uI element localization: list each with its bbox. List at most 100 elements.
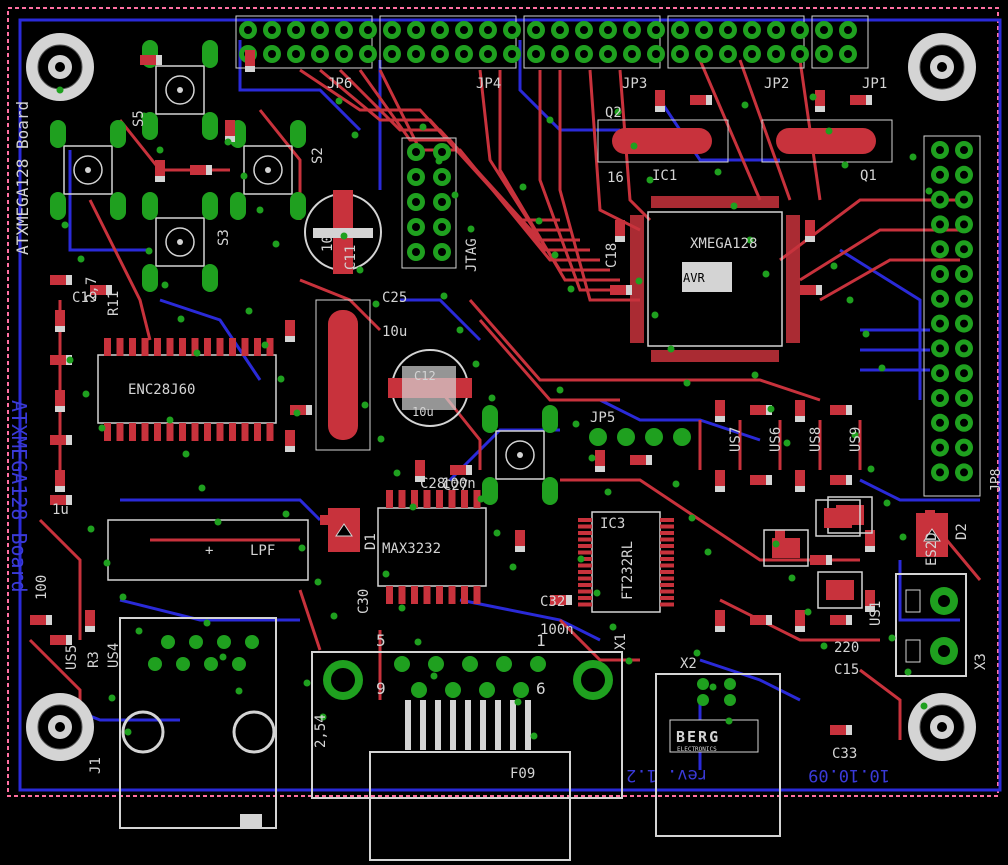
label-jtag: JTAG	[464, 238, 480, 272]
label-c18: C18	[604, 243, 620, 268]
label-jp4: JP4	[476, 76, 501, 92]
label-x2: X2	[680, 656, 697, 672]
label-c25: C25	[382, 290, 407, 306]
label-jp1: JP1	[862, 76, 887, 92]
label-r220: 220	[834, 640, 859, 656]
label-max3232: MAX3232	[382, 541, 441, 557]
label-c32-value: 100n	[540, 622, 574, 638]
label-ic3: IC3	[600, 516, 625, 532]
usb-connector[interactable]: BERG ELECTRONICS	[655, 673, 781, 837]
label-q2: Q2	[605, 105, 622, 121]
mounting-hole-tl	[26, 33, 94, 101]
label-lpf: LPF	[250, 543, 275, 559]
label-jp3: JP3	[622, 76, 647, 92]
cap-c12	[388, 349, 472, 427]
label-100: 100	[34, 575, 50, 600]
label-us5: US5	[64, 645, 80, 670]
mounting-hole-bl	[26, 693, 94, 761]
label-pin1: 1	[536, 631, 546, 650]
label-jp8: JP8	[989, 469, 1004, 492]
label-enc28j60: ENC28J60	[128, 382, 195, 398]
rotated-labels: S5 S2 S3 JTAG R11 C18 C11 10u D1 D2 ES2D…	[7, 101, 1004, 774]
label-rev: rev. 1.2	[626, 765, 708, 785]
rj45-connector[interactable]	[119, 617, 277, 829]
label-c12-value: 10u	[412, 405, 434, 419]
mounting-hole-br	[908, 693, 976, 761]
label-c15: C15	[834, 662, 859, 678]
label-us7: US7	[728, 427, 744, 452]
board-title-mirrored: ATXMEGA128 Board	[7, 400, 31, 593]
label-d1: D1	[363, 533, 379, 550]
label-c33: C33	[832, 746, 857, 762]
label-xmega: XMEGA128	[690, 236, 757, 252]
label-pin9: 9	[376, 679, 386, 698]
tactile-switches[interactable]	[50, 40, 558, 505]
label-c28: C28	[420, 476, 445, 492]
label-x1: X1	[613, 633, 629, 650]
jp5-pads	[589, 428, 691, 446]
jtag-outline	[401, 137, 457, 269]
label-val16: 16	[607, 170, 624, 186]
label-c12: C12	[414, 369, 436, 383]
label-d2: D2	[954, 523, 970, 540]
ft232rl-chip[interactable]	[578, 511, 674, 613]
svg-text:AVR: AVR	[683, 271, 705, 285]
label-s5: S5	[131, 110, 147, 127]
label-us1: US1	[868, 601, 884, 626]
label-s2: S2	[310, 147, 326, 164]
label-c27: C27	[443, 478, 468, 494]
label-date: 10.10.09	[808, 765, 890, 785]
label-1u: 1u	[52, 502, 69, 518]
label-c30: C30	[356, 589, 372, 614]
label-r11: R11	[106, 291, 122, 316]
label-jp2: JP2	[764, 76, 789, 92]
label-c11: C11	[343, 245, 359, 270]
label-us8: US8	[808, 427, 824, 452]
enc28j60-chip[interactable]	[97, 338, 277, 441]
label-c28-value: 100n	[442, 476, 476, 492]
jp8-pads	[931, 141, 973, 482]
label-c32: C32	[540, 594, 565, 610]
label-s3: S3	[216, 229, 232, 246]
svg-text:+: +	[205, 543, 213, 559]
label-pin6: 6	[536, 679, 546, 698]
label-c11-value: 10u	[320, 227, 336, 252]
label-ic1: IC1	[652, 168, 677, 184]
label-jp5: JP5	[590, 410, 615, 426]
label-us9: US9	[848, 427, 864, 452]
db9-connector[interactable]	[311, 651, 623, 861]
label-us6: US6	[768, 427, 784, 452]
label-r3: R3	[86, 651, 102, 668]
terminal-block-x3[interactable]	[895, 573, 967, 677]
silkscreen-labels: JP6 JP4 JP3 JP2 JP1 JP5 IC3 IC1 XMEGA128…	[52, 76, 890, 785]
label-q1: Q1	[860, 168, 877, 184]
jp8-outline	[923, 135, 981, 497]
crystal-vertical	[315, 299, 371, 451]
label-dim: 2,54	[313, 714, 329, 748]
label-x3: X3	[973, 653, 989, 670]
label-f09: F09	[510, 766, 535, 782]
label-us4: US4	[106, 643, 122, 668]
berg-subtext: ELECTRONICS	[677, 746, 717, 753]
mounting-hole-tr	[908, 33, 976, 101]
vias	[56, 86, 933, 740]
top-header-pads	[239, 21, 857, 63]
label-jp6: JP6	[327, 76, 352, 92]
lpf-module[interactable]	[107, 519, 309, 581]
label-es2d: ES2D	[924, 532, 940, 566]
berg-logo: BERG	[676, 728, 720, 746]
jtag-pads	[407, 143, 451, 261]
label-ft232rl: FT232RL	[620, 541, 636, 600]
label-pin5: 5	[376, 631, 386, 650]
board-title-vertical: ATXMEGA128 Board	[13, 101, 32, 255]
crystal-q2	[597, 119, 729, 163]
crystal-q1	[761, 119, 893, 163]
top-pin-headers	[235, 15, 869, 69]
label-j1: J1	[88, 757, 104, 774]
label-c19: C19	[72, 290, 97, 306]
xmega-chip[interactable]: AVR	[630, 196, 800, 362]
smd-pads	[30, 50, 948, 735]
max3232-chip[interactable]	[377, 490, 487, 604]
